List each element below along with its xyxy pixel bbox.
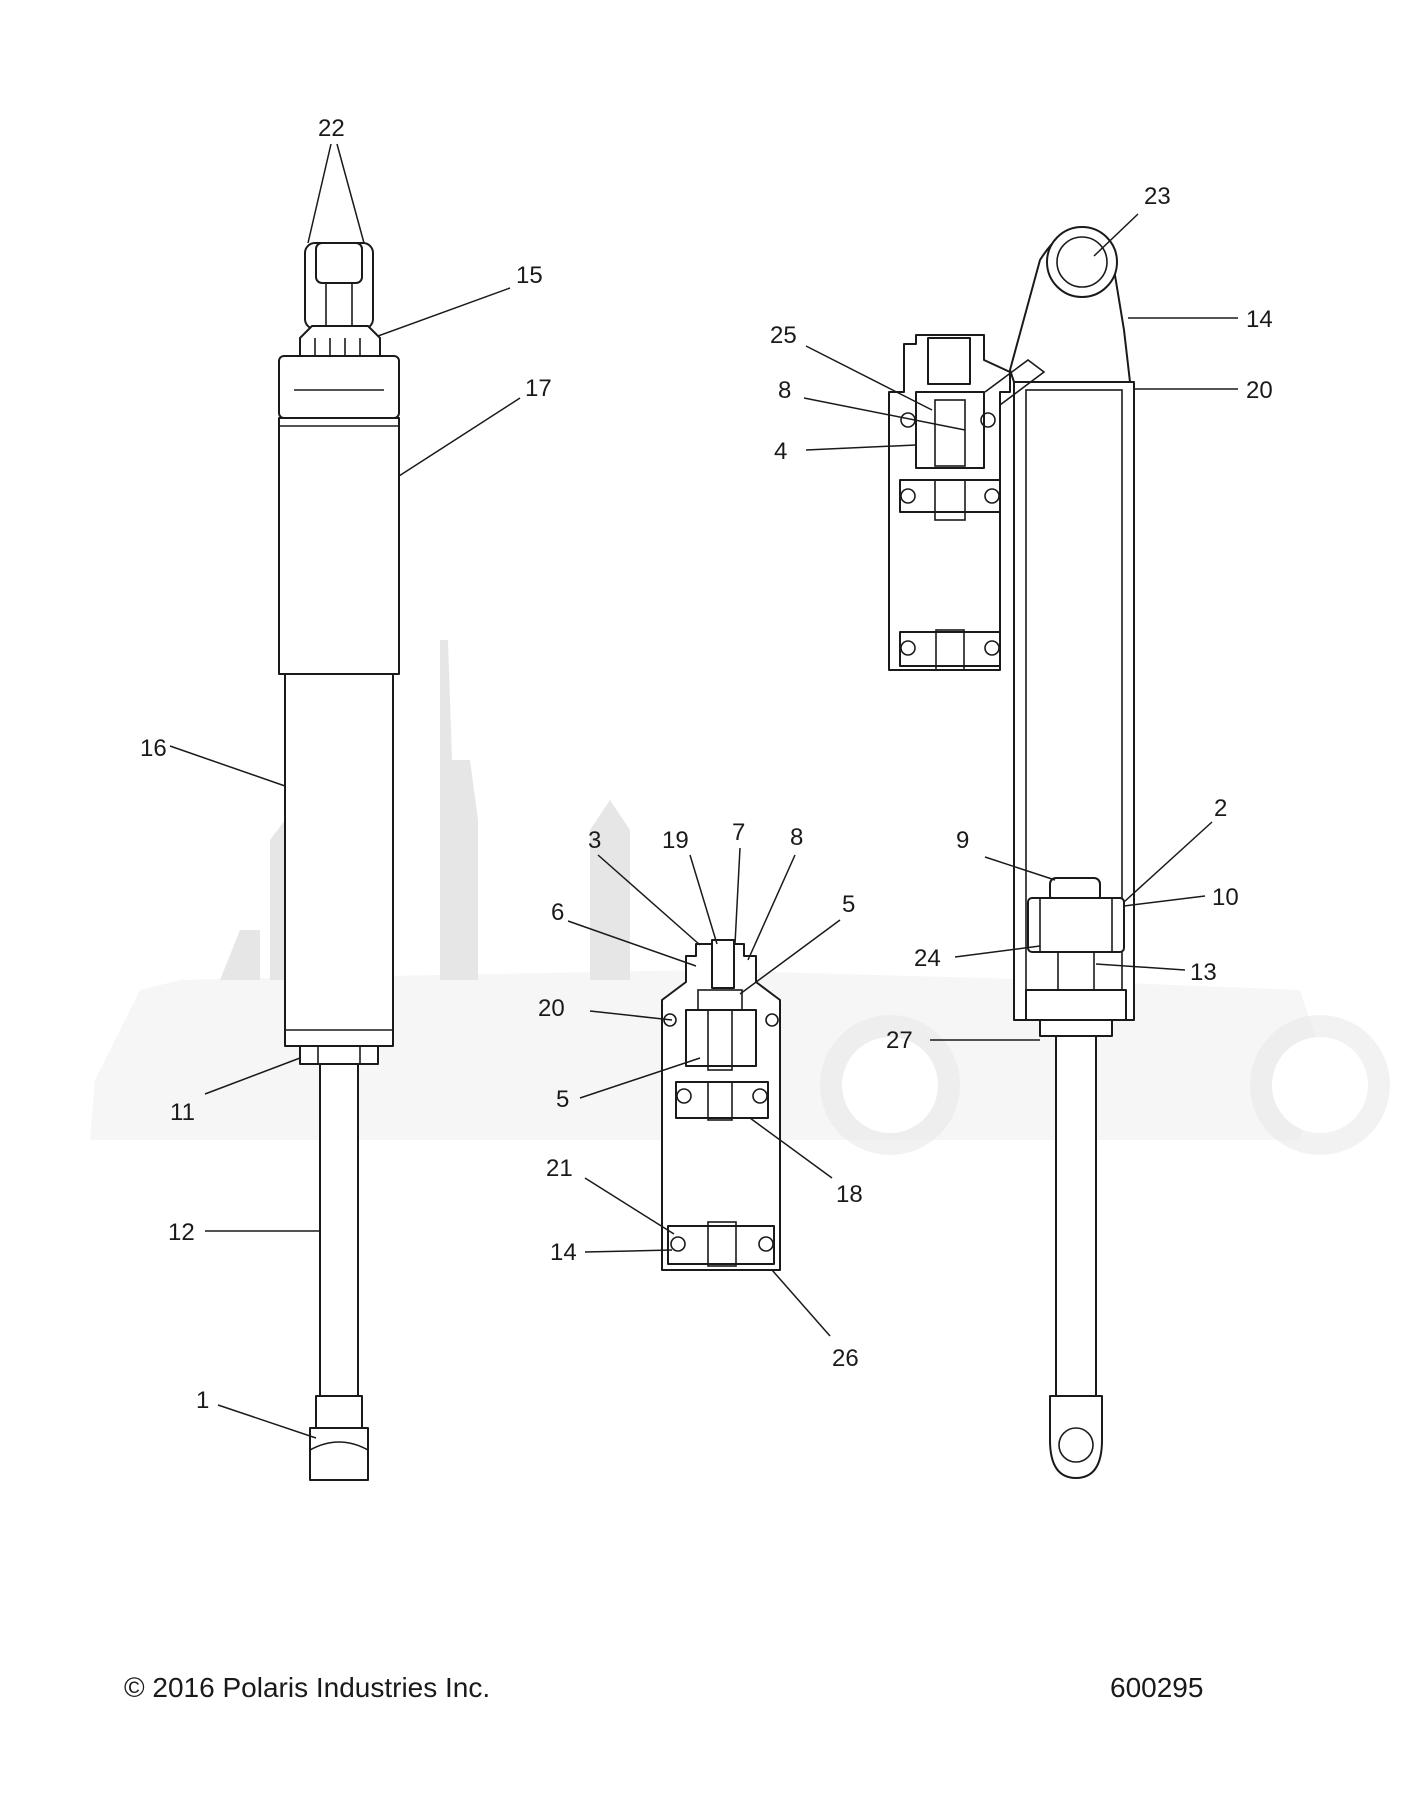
callout-20-top: 20 [1246, 377, 1273, 404]
callout-20-middle: 20 [538, 995, 565, 1022]
reservoir-detail [661, 939, 781, 1271]
callout-22: 22 [318, 115, 345, 142]
callout-15: 15 [516, 262, 543, 289]
callout-1: 1 [196, 1387, 209, 1414]
drawing-number: 600295 [1110, 1672, 1204, 1703]
callout-12: 12 [168, 1219, 195, 1246]
callout-4: 4 [774, 438, 787, 465]
callout-5-bottom: 5 [556, 1086, 569, 1113]
callout-23: 23 [1144, 183, 1171, 210]
callout-27: 27 [886, 1027, 913, 1054]
callout-14-bottom: 14 [550, 1239, 577, 1266]
copyright-notice: © 2016 Polaris Industries Inc. [124, 1672, 491, 1703]
leader-lines [169, 143, 1238, 1439]
callout-8-middle: 8 [790, 824, 803, 851]
callout-2: 2 [1214, 795, 1227, 822]
callout-16: 16 [140, 735, 167, 762]
callout-9: 9 [956, 827, 969, 854]
callout-13: 13 [1190, 959, 1217, 986]
callout-8-top: 8 [778, 377, 791, 404]
callout-24: 24 [914, 945, 941, 972]
cutaway-shock [888, 226, 1135, 1479]
callout-10: 10 [1212, 884, 1239, 911]
callout-18: 18 [836, 1181, 863, 1208]
callout-26: 26 [832, 1345, 859, 1372]
callout-21: 21 [546, 1155, 573, 1182]
callouts: 22 15 17 16 11 12 1 23 14 25 20 8 4 9 2 … [140, 115, 1273, 1414]
callout-6: 6 [551, 899, 564, 926]
callout-3: 3 [588, 827, 601, 854]
callout-19: 19 [662, 827, 689, 854]
callout-7: 7 [732, 819, 745, 846]
callout-14-top: 14 [1246, 306, 1273, 333]
callout-17: 17 [525, 375, 552, 402]
callout-25: 25 [770, 322, 797, 349]
callout-5-top: 5 [842, 891, 855, 918]
callout-11: 11 [170, 1099, 195, 1126]
assembled-shock [278, 242, 400, 1481]
